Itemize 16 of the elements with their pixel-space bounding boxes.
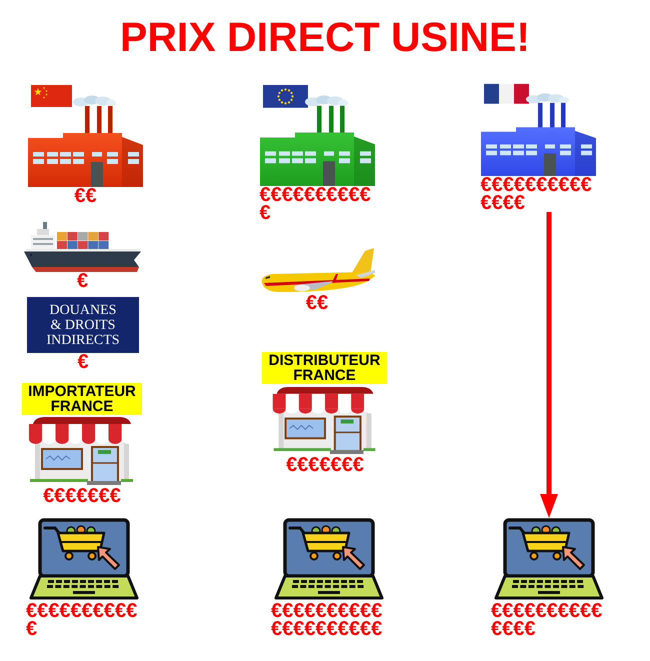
title: PRIX DIRECT USINE! bbox=[120, 17, 530, 58]
price-text: €€€€€€€€€€€ bbox=[26, 602, 138, 638]
price-text: €€ bbox=[306, 294, 328, 312]
price-text: €€€€€€€€€€€€€€€€€€€€ bbox=[271, 602, 384, 638]
highlight-label: DISTRIBUTEUR FRANCE bbox=[262, 352, 387, 384]
price-text: € bbox=[77, 353, 89, 371]
price-text: €€€€€€€€€€€ bbox=[260, 186, 372, 222]
price-text: €€€€€€€ bbox=[286, 456, 364, 474]
price-text: €€€€€€€ bbox=[43, 487, 121, 505]
price-text: €€€€€€€€€€€€€€ bbox=[491, 602, 604, 638]
arrow bbox=[540, 212, 558, 518]
customs-banner: DOUANES & DROITS INDIRECTS bbox=[27, 297, 139, 353]
price-text: €€€€€€€€€€€€€€ bbox=[480, 176, 593, 212]
highlight-label: IMPORTATEUR FRANCE bbox=[22, 383, 142, 415]
price-text: €€ bbox=[74, 187, 97, 205]
price-text: € bbox=[76, 272, 88, 290]
